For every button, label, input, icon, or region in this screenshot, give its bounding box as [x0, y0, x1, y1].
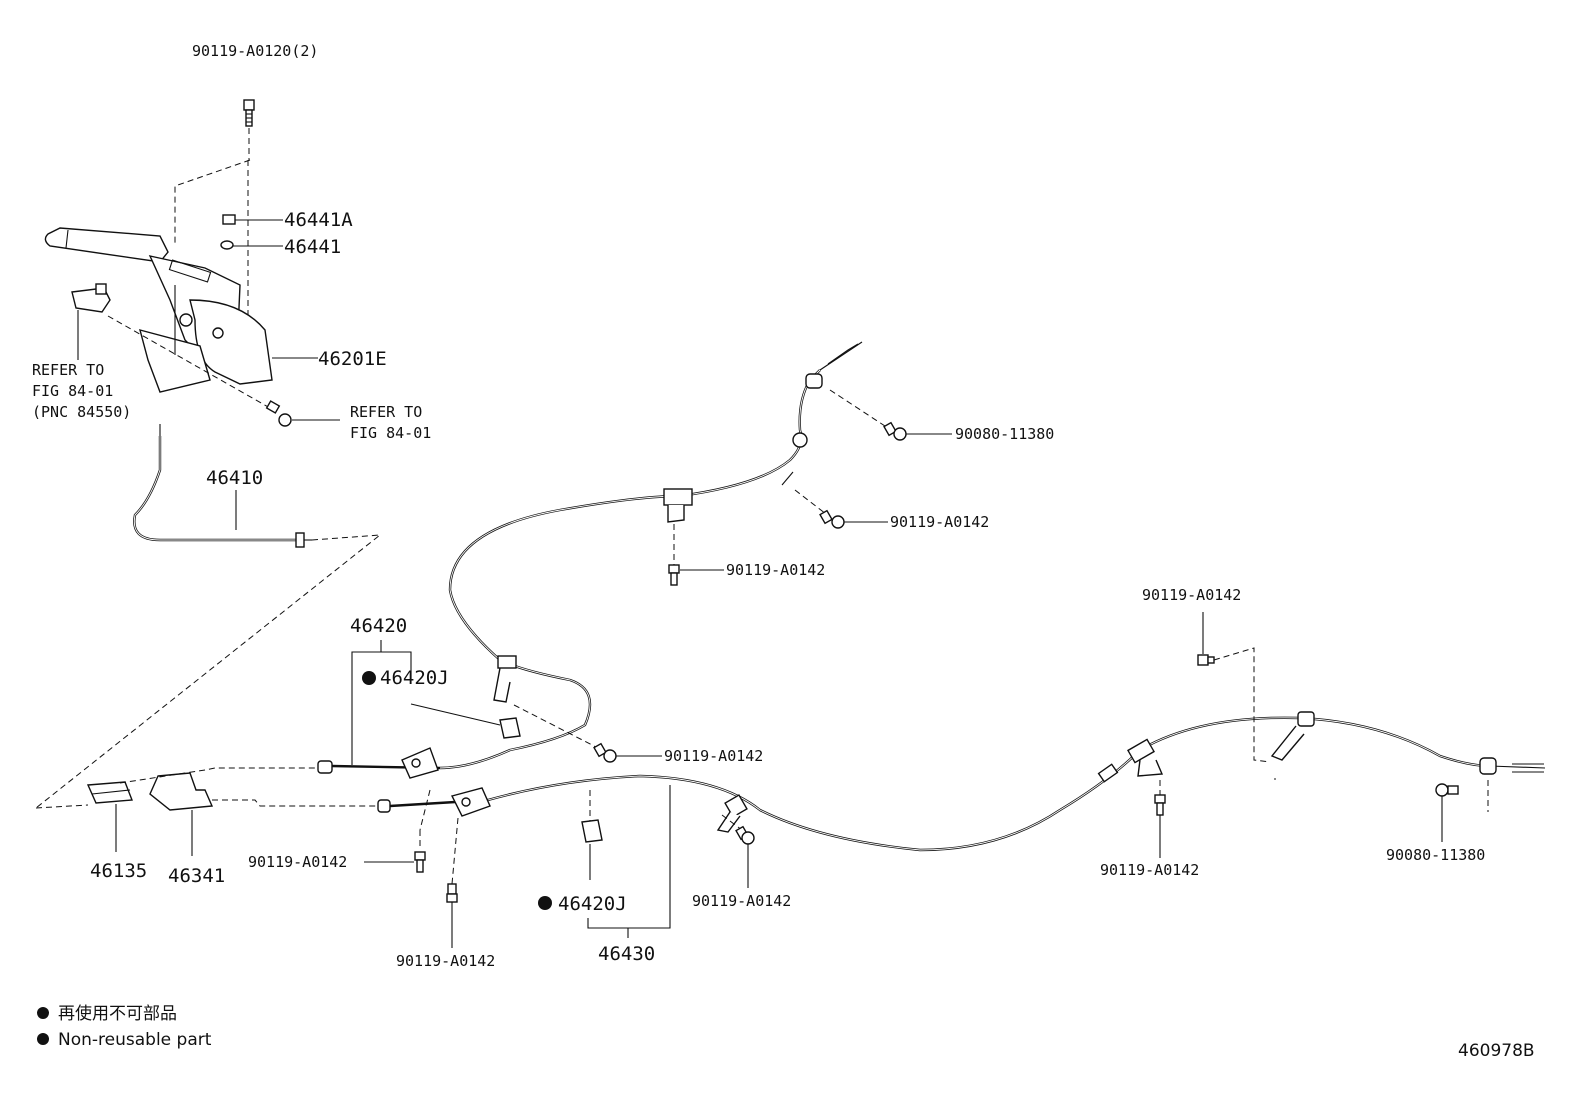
label-46420j-bottom: 46420J — [558, 893, 627, 915]
label-46410: 46410 — [206, 467, 263, 489]
label-a0142-left: 90119-A0142 — [248, 853, 347, 871]
lever-bracket-ref — [71, 283, 111, 313]
bolt-a0142-right-bottom — [1154, 794, 1166, 816]
bolt-a0142-lower-mid — [735, 825, 755, 845]
label-46341: 46341 — [168, 865, 225, 887]
legend-ja: 再使用不可部品 — [58, 1003, 177, 1024]
figure-id: 460978B — [1458, 1041, 1535, 1061]
nut-46441a — [222, 214, 236, 225]
bolt-90080-top — [883, 421, 907, 441]
label-a0142-right-top: 90119-A0142 — [1142, 586, 1241, 604]
label-a0142-lower-mid: 90119-A0142 — [692, 892, 791, 910]
non-reusable-dot-bottom — [538, 896, 552, 910]
label-46135: 46135 — [90, 860, 147, 882]
label-refer-right-2: FIG 84-01 — [350, 424, 431, 442]
label-refer-right-1: REFER TO — [350, 403, 422, 421]
label-refer-left-3: (PNC 84550) — [32, 403, 131, 421]
washer-46441 — [220, 240, 234, 250]
clip-46420j-bottom — [581, 819, 603, 843]
legend-dot-ja — [37, 1007, 49, 1019]
legend-en: Non-reusable part — [58, 1030, 212, 1050]
cable-46430 — [377, 711, 1546, 852]
label-46420: 46420 — [350, 615, 407, 637]
label-46201e: 46201E — [318, 348, 387, 370]
label-90080-top: 90080-11380 — [955, 425, 1054, 443]
bolt-a0142-left — [414, 851, 426, 873]
label-46441: 46441 — [284, 236, 341, 258]
equalizer-46341 — [149, 772, 214, 811]
label-bolt-top: 90119-A0120(2) — [192, 42, 318, 60]
parking-brake-lever — [44, 227, 273, 393]
label-refer-left-2: FIG 84-01 — [32, 382, 113, 400]
label-90080-right: 90080-11380 — [1386, 846, 1485, 864]
label-a0142-mid: 90119-A0142 — [664, 747, 763, 765]
bolt-a0142-2 — [668, 564, 680, 586]
bolt-a0142-bottom — [446, 883, 458, 903]
bolt-90080-right — [1435, 783, 1459, 797]
clip-46420j-top — [499, 717, 521, 739]
label-a0142-bottom: 90119-A0142 — [396, 952, 495, 970]
bolt-a0142-mid — [593, 742, 617, 763]
front-cable-46410 — [133, 424, 312, 548]
label-46441a: 46441A — [284, 209, 353, 231]
label-a0142-1: 90119-A0142 — [890, 513, 989, 531]
label-46420j-top: 46420J — [380, 667, 449, 689]
label-a0142-2: 90119-A0142 — [726, 561, 825, 579]
legend-dot-en — [37, 1033, 49, 1045]
equalizer-46135 — [86, 781, 133, 804]
bolt-top — [243, 99, 255, 127]
label-a0142-right-bottom: 90119-A0142 — [1100, 861, 1199, 879]
bolt-a0142-right-top — [1197, 654, 1215, 666]
bolt-a0142-1 — [819, 509, 845, 529]
label-refer-left-1: REFER TO — [32, 361, 104, 379]
cable-46420 — [317, 341, 863, 779]
non-reusable-dot-top — [362, 671, 376, 685]
label-46430: 46430 — [598, 943, 655, 965]
bolt-refer — [265, 400, 292, 427]
